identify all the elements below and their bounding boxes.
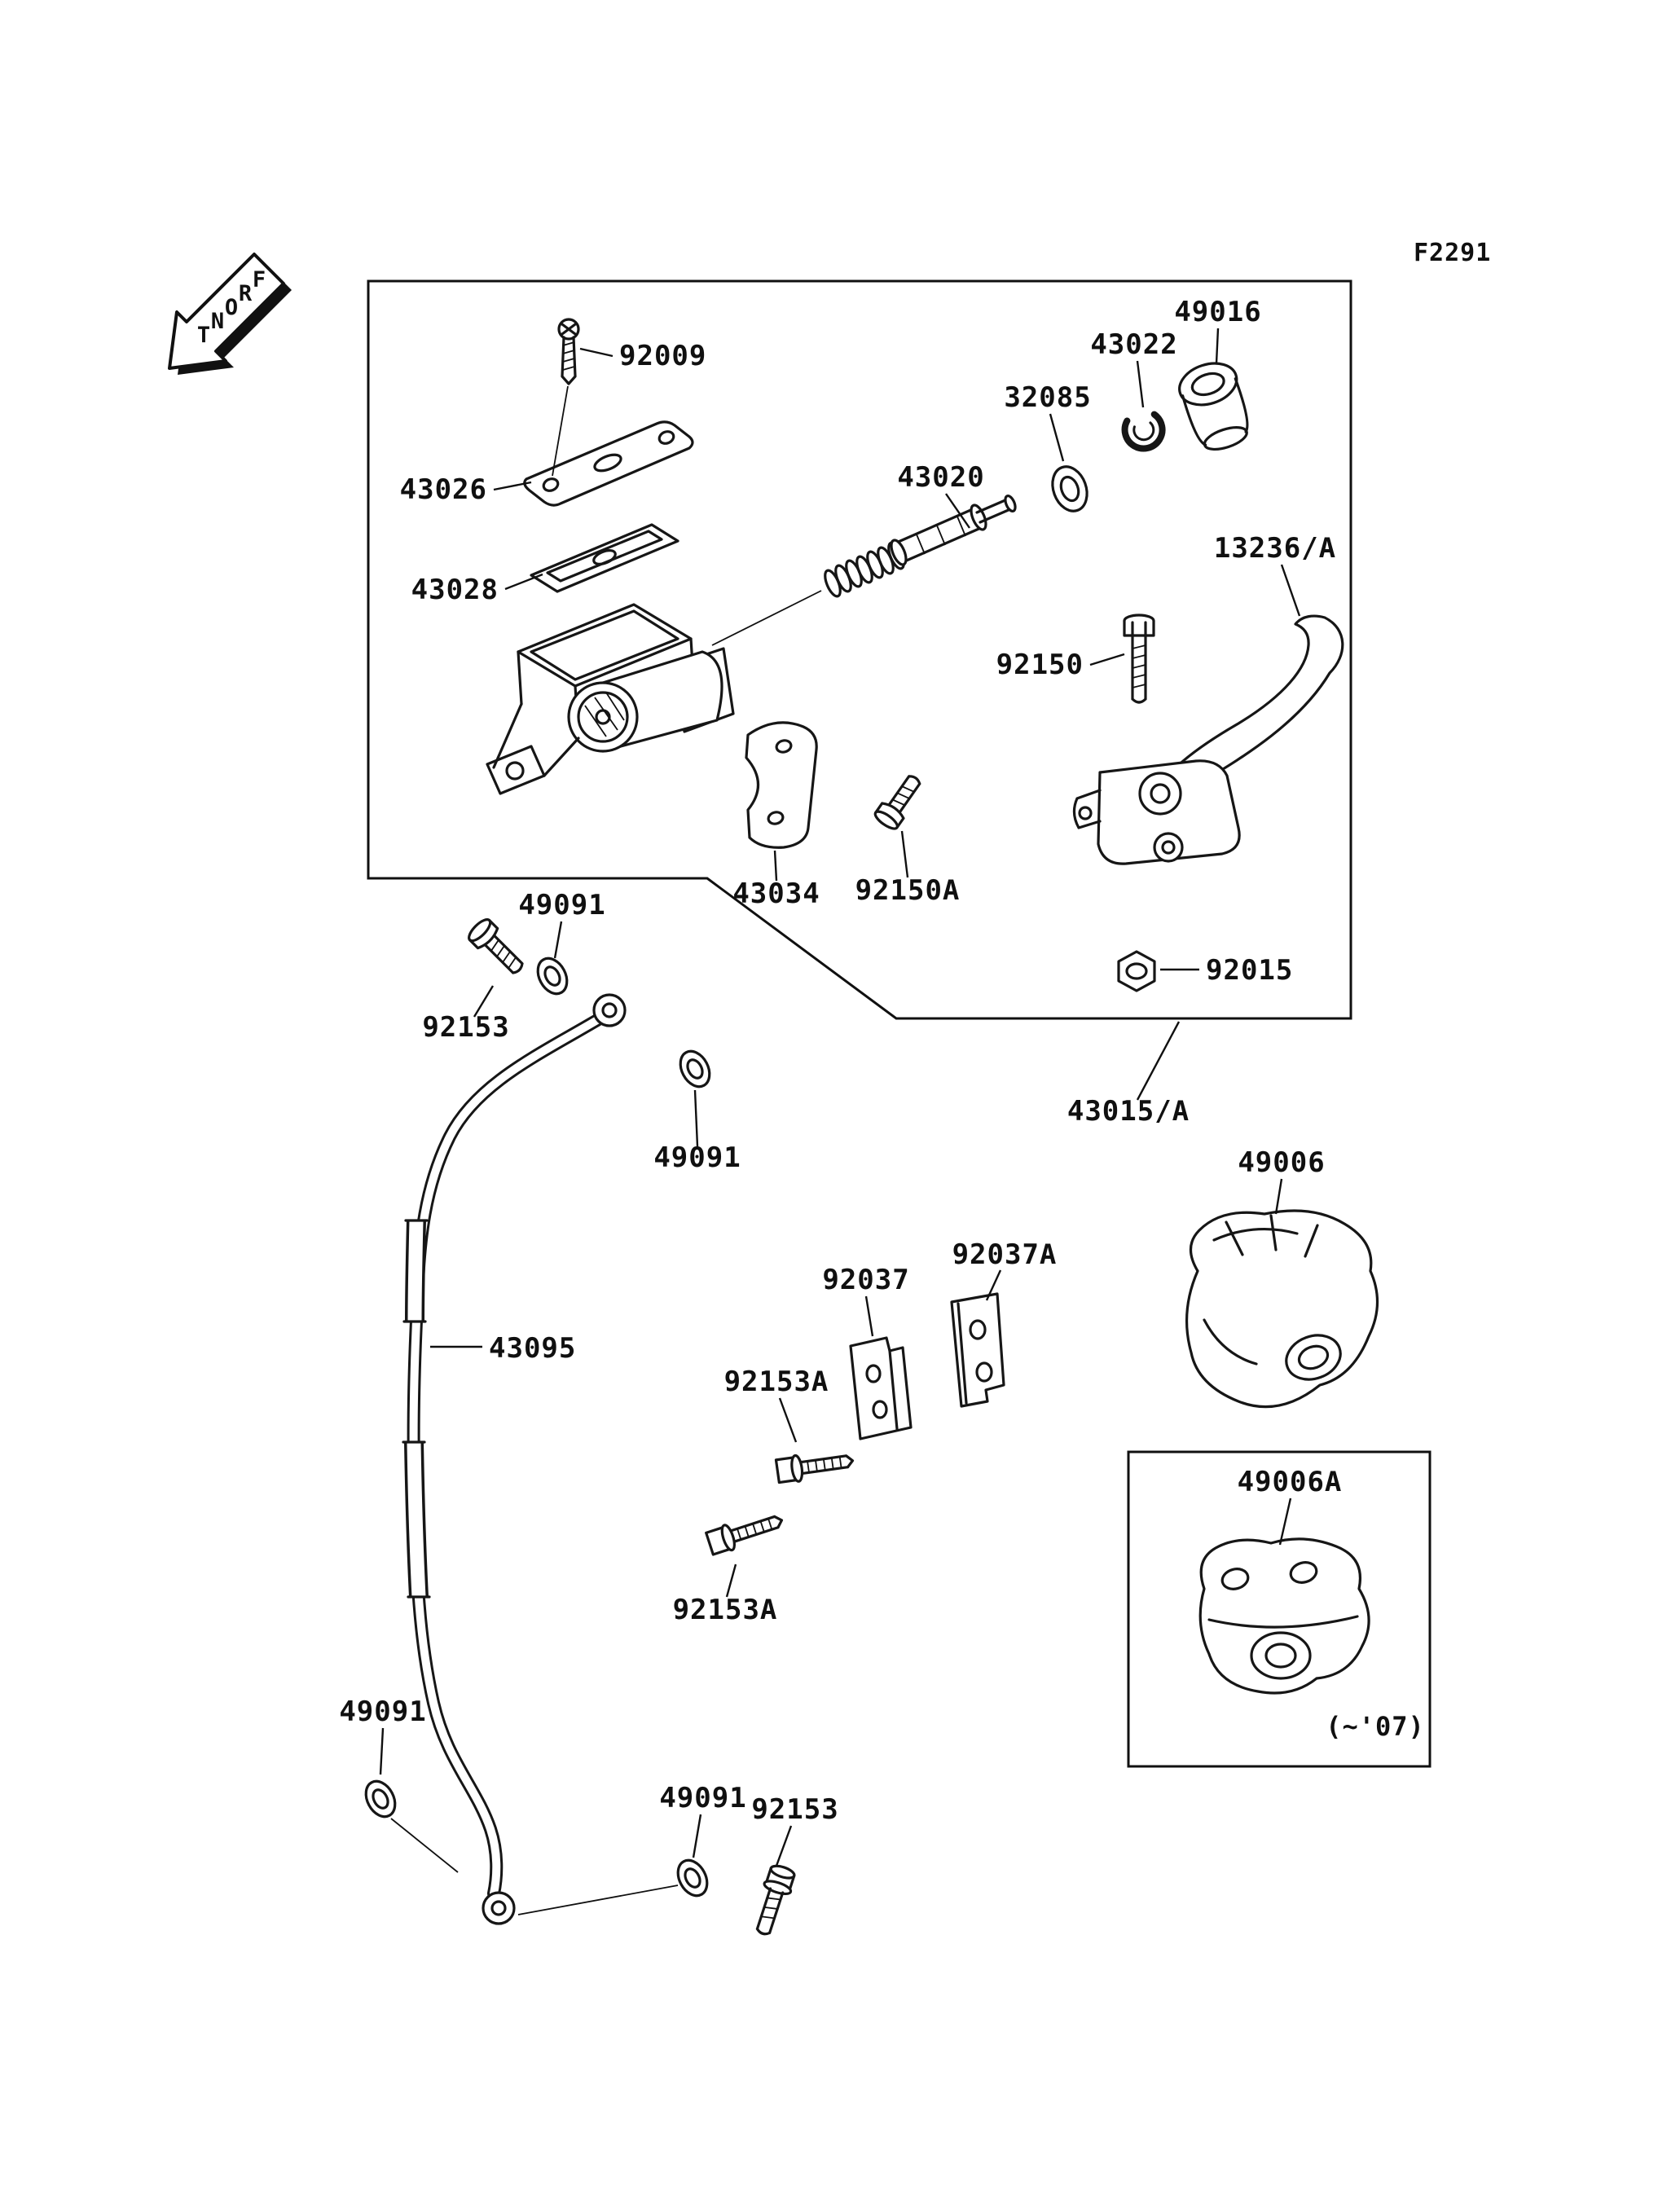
part-drawing-43022-circlip — [1121, 411, 1166, 452]
part-drawing-92153-banjo-bolt-lower — [755, 1864, 796, 1936]
part-drawing-92009-screw — [557, 318, 580, 385]
label-32085: 32085 — [1004, 381, 1091, 414]
part-drawing-92037-bracket — [849, 1336, 913, 1440]
leader-92153-1 — [473, 985, 495, 1018]
label-92037: 92037 — [822, 1264, 909, 1296]
part-drawing-49016-boot — [1178, 362, 1249, 451]
part-drawing-49006A-cover — [1198, 1537, 1370, 1695]
leader-92153-2 — [775, 1825, 793, 1867]
label-43034: 43034 — [732, 877, 820, 910]
leader-32085 — [1049, 413, 1065, 462]
part-drawing-49091-washer-4 — [676, 1858, 709, 1898]
leader-92037A — [985, 1269, 1002, 1301]
part-drawing-43034-clamp — [745, 721, 818, 849]
label-13236A: 13236/A — [1214, 532, 1336, 565]
part-drawing-92037A-bracket — [950, 1292, 1005, 1408]
leader-43022 — [1136, 360, 1145, 408]
front-arrow: FRONT — [168, 253, 292, 375]
label-49091-1: 49091 — [518, 889, 605, 921]
assembly-lines — [390, 385, 822, 1915]
label-49016: 49016 — [1174, 296, 1261, 328]
leader-92009 — [579, 347, 614, 358]
part-drawing-92015-nut — [1117, 950, 1156, 992]
label-model-note: (~'07) — [1326, 1711, 1425, 1742]
part-drawing-92153-banjo-bolt-upper — [468, 918, 524, 974]
label-92153-1: 92153 — [422, 1011, 509, 1044]
label-43095: 43095 — [489, 1332, 576, 1365]
leader-92150 — [1089, 653, 1125, 666]
part-drawing-92153A-bolt-1 — [774, 1454, 855, 1484]
label-92153-2: 92153 — [751, 1793, 838, 1826]
outline-boxes — [367, 279, 1432, 1768]
leader-92037 — [864, 1295, 874, 1337]
part-drawing-43028-gasket — [530, 523, 679, 593]
main-assembly-box — [367, 279, 1352, 1020]
label-92150: 92150 — [996, 649, 1084, 681]
leader-43015A — [1136, 1021, 1181, 1101]
part-drawing-92150-bolt — [1123, 614, 1155, 704]
part-drawing-49091-washer-1 — [536, 957, 569, 996]
part-drawing-43026-cap — [523, 420, 694, 507]
leader-92153A-2 — [725, 1563, 737, 1598]
label-92009: 92009 — [619, 340, 706, 372]
part-drawing-49006-cover — [1185, 1209, 1379, 1409]
leader-49091-4 — [692, 1814, 702, 1858]
part-drawing-92153A-bolt-2 — [705, 1515, 784, 1556]
part-drawing-master-cylinder-body — [486, 603, 735, 795]
leader-43034 — [773, 850, 778, 882]
leader-49091-2 — [693, 1089, 699, 1147]
label-43028: 43028 — [411, 574, 499, 606]
part-drawing-92150A-bolt — [873, 775, 921, 830]
leader-43020 — [945, 493, 970, 529]
leader-92150A — [900, 830, 909, 878]
part-drawing-49091-washer-2 — [679, 1049, 711, 1089]
part-labels: 92009 43026 43028 43020 32085 43022 4901… — [339, 296, 1425, 1826]
front-arrow-body — [168, 253, 285, 370]
leader-92153A-1 — [778, 1397, 798, 1443]
label-49006A: 49006A — [1238, 1466, 1343, 1498]
part-drawing-13236-lever — [1072, 614, 1344, 865]
label-92037A: 92037A — [952, 1238, 1058, 1271]
label-49091-3: 49091 — [339, 1695, 426, 1728]
label-43015A: 43015/A — [1067, 1095, 1190, 1128]
leader-49006 — [1274, 1178, 1283, 1215]
part-drawing-49091-washer-3 — [364, 1779, 397, 1819]
variant-box — [1127, 1450, 1432, 1768]
label-92153A-1: 92153A — [724, 1366, 829, 1398]
leader-lines — [379, 328, 1301, 1867]
label-49091-2: 49091 — [653, 1141, 741, 1174]
leader-49006A — [1278, 1498, 1292, 1546]
leader-49091-3 — [379, 1727, 385, 1775]
label-49091-4: 49091 — [659, 1782, 746, 1814]
label-92150A: 92150A — [855, 874, 961, 907]
figure-code: F2291 — [1414, 239, 1491, 267]
label-43022: 43022 — [1090, 328, 1177, 361]
label-43020: 43020 — [897, 461, 984, 494]
part-drawing-32085-washer — [1051, 465, 1088, 512]
leader-49091-1 — [553, 921, 563, 959]
label-49006: 49006 — [1238, 1146, 1325, 1179]
part-drawing-43095-hose — [402, 993, 627, 1925]
label-92153A-2: 92153A — [673, 1594, 778, 1626]
part-drawing-43020-piston-kit — [824, 494, 1017, 598]
leader-43028 — [504, 573, 543, 591]
leader-49016 — [1215, 328, 1220, 364]
leader-43026 — [493, 481, 532, 491]
leader-13236A — [1280, 564, 1301, 617]
label-43026: 43026 — [400, 473, 487, 506]
label-92015: 92015 — [1206, 954, 1293, 987]
